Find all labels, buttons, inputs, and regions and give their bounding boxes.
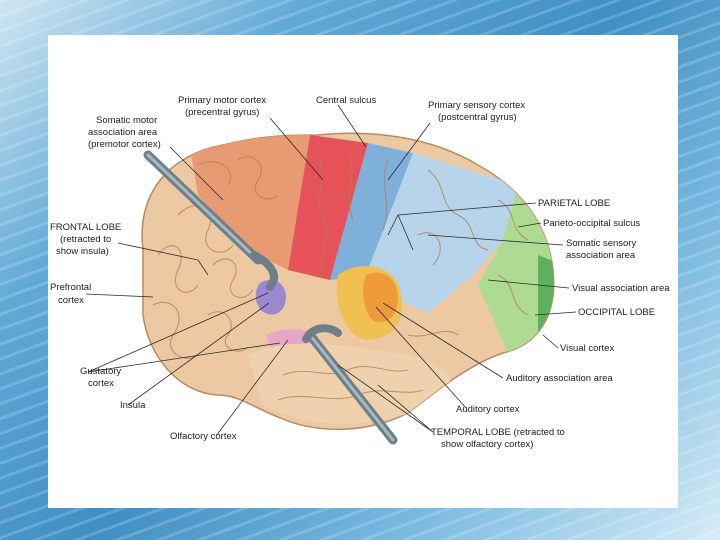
diagram-panel: Primary motor cortex (precentral gyrus) … bbox=[48, 35, 678, 508]
label-parietal-lobe-line1: PARIETAL LOBE bbox=[538, 198, 610, 209]
label-auditory-cortex: Auditory cortex bbox=[456, 404, 520, 415]
label-auditory-association-line1: Auditory association area bbox=[506, 373, 613, 384]
label-temporal-lobe-line2: show olfactory cortex) bbox=[441, 439, 533, 450]
label-somatic-sensory-line1: Somatic sensory bbox=[566, 238, 636, 249]
label-somatic-motor-line2: association area bbox=[88, 127, 158, 138]
label-olfactory-line1: Olfactory cortex bbox=[170, 431, 237, 442]
label-parieto-occipital: Parieto-occipital sulcus bbox=[543, 218, 640, 229]
label-occipital-lobe-line1: OCCIPITAL LOBE bbox=[578, 307, 655, 318]
label-frontal-lobe-line1: FRONTAL LOBE bbox=[50, 222, 121, 233]
label-primary-sensory-line1: Primary sensory cortex bbox=[428, 100, 525, 111]
label-central-sulcus: Central sulcus bbox=[316, 95, 376, 106]
label-visual-cortex-line1: Visual cortex bbox=[560, 343, 614, 354]
label-prefrontal-line2: cortex bbox=[58, 295, 84, 306]
label-frontal-lobe: FRONTAL LOBE (retracted to show insula) bbox=[50, 222, 121, 257]
label-visual-association-line1: Visual association area bbox=[572, 283, 670, 294]
label-visual-cortex: Visual cortex bbox=[560, 343, 614, 354]
label-prefrontal: Prefrontal cortex bbox=[50, 282, 91, 306]
label-parieto-occipital-line1: Parieto-occipital sulcus bbox=[543, 218, 640, 229]
label-insula-line1: Insula bbox=[120, 400, 146, 411]
label-temporal-lobe-line1: TEMPORAL LOBE (retracted to bbox=[431, 427, 565, 438]
label-primary-motor-line2: (precentral gyrus) bbox=[185, 107, 259, 118]
label-central-sulcus-line1: Central sulcus bbox=[316, 95, 376, 106]
label-parietal-lobe: PARIETAL LOBE bbox=[538, 198, 610, 209]
label-auditory-cortex-line1: Auditory cortex bbox=[456, 404, 520, 415]
label-insula: Insula bbox=[120, 400, 146, 411]
label-frontal-lobe-line2: (retracted to bbox=[60, 234, 111, 245]
brain-diagram: Primary motor cortex (precentral gyrus) … bbox=[48, 35, 678, 508]
label-somatic-motor: Somatic motor association area (premotor… bbox=[88, 115, 161, 150]
label-prefrontal-line1: Prefrontal bbox=[50, 282, 91, 293]
label-primary-sensory-line2: (postcentral gyrus) bbox=[438, 112, 517, 123]
label-visual-association: Visual association area bbox=[572, 283, 670, 294]
label-auditory-association: Auditory association area bbox=[506, 373, 613, 384]
label-somatic-motor-line3: (premotor cortex) bbox=[88, 139, 161, 150]
label-somatic-sensory: Somatic sensory association area bbox=[566, 238, 636, 261]
label-gustatory: Gustatory cortex bbox=[80, 366, 121, 389]
visual-cortex-region bbox=[538, 255, 563, 340]
label-frontal-lobe-line3: show insula) bbox=[56, 246, 109, 257]
label-occipital-lobe: OCCIPITAL LOBE bbox=[578, 307, 655, 318]
label-olfactory: Olfactory cortex bbox=[170, 431, 237, 442]
label-gustatory-line2: cortex bbox=[88, 378, 114, 389]
label-temporal-lobe: TEMPORAL LOBE (retracted to show olfacto… bbox=[431, 427, 565, 450]
label-somatic-sensory-line2: association area bbox=[566, 250, 636, 261]
label-primary-motor-line1: Primary motor cortex bbox=[178, 95, 266, 106]
label-primary-motor: Primary motor cortex (precentral gyrus) bbox=[178, 95, 266, 118]
label-somatic-motor-line1: Somatic motor bbox=[96, 115, 157, 126]
label-gustatory-line1: Gustatory bbox=[80, 366, 121, 377]
label-primary-sensory: Primary sensory cortex (postcentral gyru… bbox=[428, 100, 525, 123]
